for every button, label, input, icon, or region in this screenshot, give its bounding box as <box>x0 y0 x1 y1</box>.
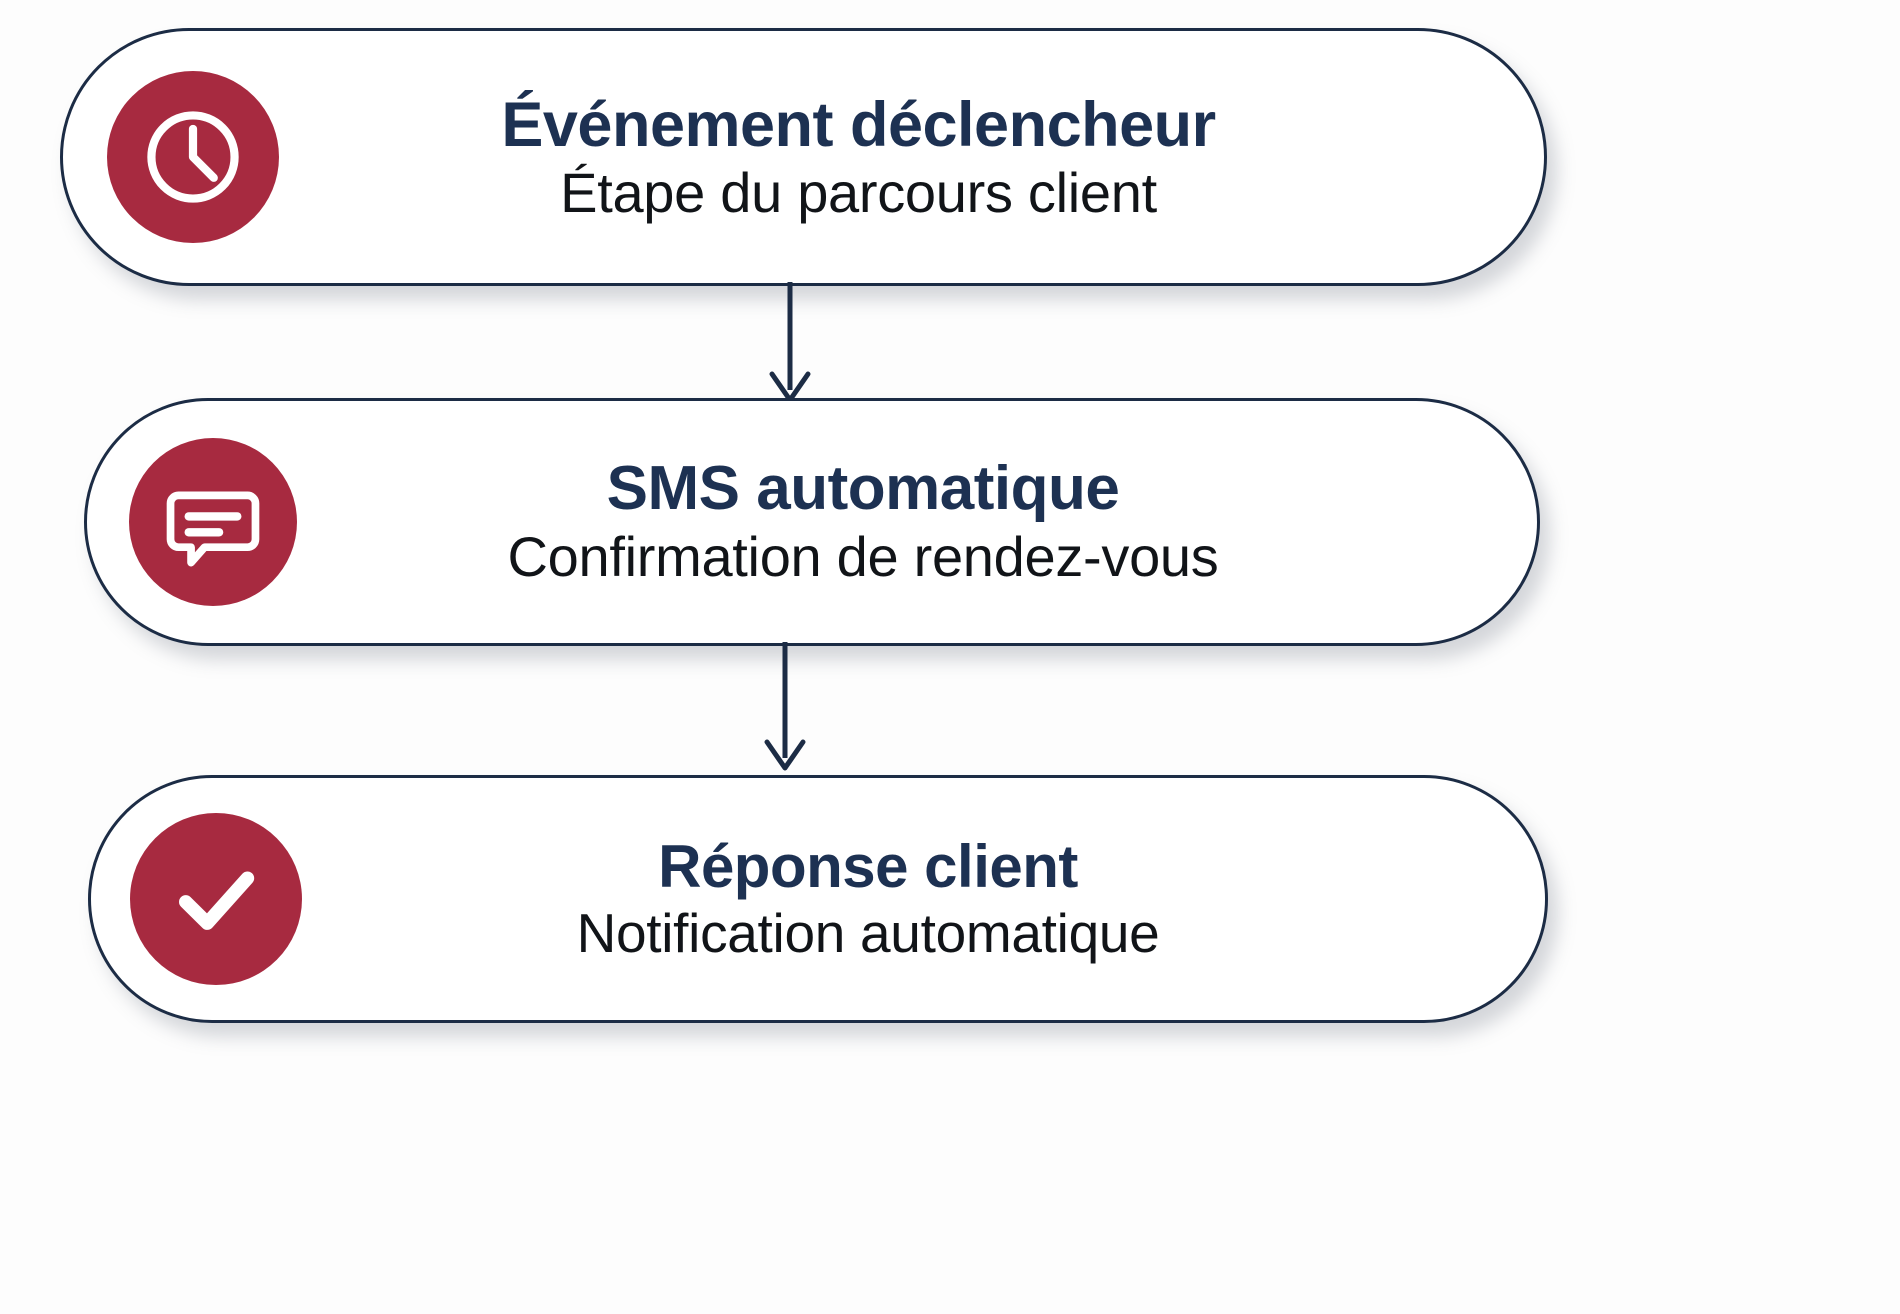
chat-bubble-icon <box>129 438 297 606</box>
flow-step-response-title: Réponse client <box>658 832 1078 900</box>
check-icon <box>130 813 302 985</box>
flow-step-response-text: Réponse client Notification automatique <box>341 832 1545 964</box>
flow-step-sms-icon-wrap <box>87 438 339 606</box>
flow-step-trigger-title: Événement déclencheur <box>501 89 1216 160</box>
flow-step-response[interactable]: Réponse client Notification automatique <box>88 775 1548 1023</box>
connector-trigger-to-sms <box>730 282 850 412</box>
flow-step-trigger[interactable]: Événement déclencheur Étape du parcours … <box>60 28 1547 286</box>
flow-step-trigger-text: Événement déclencheur Étape du parcours … <box>323 91 1544 224</box>
flow-step-trigger-subtitle: Étape du parcours client <box>560 160 1157 224</box>
flow-step-response-subtitle: Notification automatique <box>576 901 1160 964</box>
clock-icon <box>107 71 279 243</box>
flow-step-sms-text: SMS automatique Confirmation de rendez-v… <box>339 454 1537 589</box>
flow-step-sms-subtitle: Confirmation de rendez-vous <box>507 525 1219 589</box>
flow-step-sms-title: SMS automatique <box>606 454 1120 524</box>
flow-step-sms[interactable]: SMS automatique Confirmation de rendez-v… <box>84 398 1540 646</box>
flow-step-trigger-icon-wrap <box>63 71 323 243</box>
flow-step-response-icon-wrap <box>91 813 341 985</box>
connector-sms-to-response <box>725 642 845 782</box>
